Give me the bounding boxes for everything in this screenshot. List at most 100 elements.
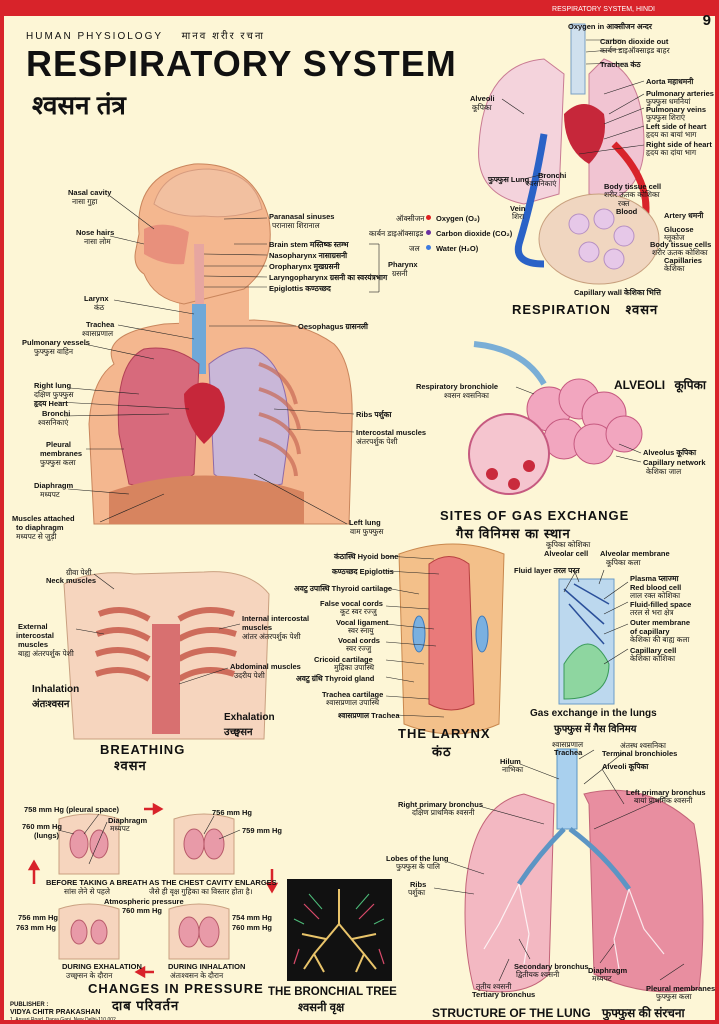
alveoli-resp-bronchiole: Respiratory bronchiole: [416, 382, 499, 391]
alveoli-capillary-network-hi: केशिका जाल: [646, 467, 682, 476]
pressure-758: 758 mm Hg (pleural space): [24, 805, 120, 814]
lung-right-primary: Right primary bronchus: [398, 800, 484, 809]
gas-outer-membrane: Outer membrane: [630, 618, 691, 627]
breathing-section-title: BREATHING: [100, 742, 186, 757]
lung-lobes-hi: फुफ्फुस के पालि: [396, 862, 440, 871]
resp-glucose-hi: ग्लूकोज: [664, 233, 685, 242]
resp-body-tissue-cell: Body tissue cell: [604, 182, 662, 191]
pressure-atmos: Atmospheric pressure: [104, 897, 184, 906]
label-ribs: Ribs पर्शुका: [356, 410, 392, 419]
label-diaphragm-hi: मध्यपट: [40, 490, 60, 499]
gas-rbc: Red blood cell: [630, 583, 682, 592]
label-oropharynx: Oropharynx मुखग्रसनी: [269, 262, 340, 271]
resp-body-tissue-cells: Body tissue cells: [650, 240, 712, 249]
page-title-hindi: श्वसन तंत्र: [32, 90, 126, 120]
subtitle: HUMAN PHYSIOLOGY मानव शरीर रचना: [26, 31, 266, 42]
breathing-illustration: [63, 571, 270, 740]
gas-alv-membrane-hi: कूपिका कला: [606, 558, 641, 567]
lung-hilum: Hilum: [500, 757, 521, 766]
resp-vein-hi: शिरा: [512, 212, 525, 221]
pressure-756a: 756 mm Hg: [212, 808, 253, 817]
larynx-cords-hi: स्वर रज्जु: [346, 644, 372, 653]
resp-glucose: Glucose: [664, 225, 694, 234]
pressure-754: 754 mm Hg: [232, 913, 273, 922]
bronchial-tree-title-hi: श्वसनी वृक्ष: [298, 1002, 345, 1014]
larynx-ligament-hi: स्वर स्नायु: [348, 626, 374, 635]
resp-pulm-arteries: Pulmonary arteries: [646, 89, 714, 98]
pressure-section-title: CHANGES IN PRESSURE: [88, 981, 264, 996]
resp-capillaries-hi: केशिका: [664, 264, 685, 273]
pressure-diaphragm: Diaphragm: [108, 816, 148, 825]
larynx-epiglottis: कण्ठच्छद Epiglottis: [332, 567, 394, 576]
breathing-neck: Neck muscles: [46, 576, 97, 585]
gas-alv-cell-hi: कूपिका कोशिका: [546, 540, 591, 549]
resp-blood-hi: रक्त: [618, 199, 630, 208]
bronchial-tree-title: THE BRONCHIAL TREE: [268, 986, 397, 998]
pressure-section-title-hi: दाब परिवर्तन: [112, 998, 180, 1013]
lung-trachea: Trachea: [554, 748, 583, 757]
resp-right-heart: Right side of heart: [646, 140, 712, 149]
alveoli-capillary-network: Capillary network: [643, 458, 706, 467]
pressure-illustration: [27, 802, 279, 979]
publisher-label: PUBLISHER :: [10, 1002, 49, 1008]
breathing-external-hi: बाह्य अंतरपर्शुक पेशी: [18, 649, 74, 658]
pressure-during-ex: DURING EXHALATION: [62, 962, 142, 971]
larynx-false-cords: False vocal cords: [320, 599, 383, 608]
breathing-abdominal: Abdominal muscles: [230, 662, 301, 671]
label-pulmonary-vessels: Pulmonary vessels: [22, 338, 90, 347]
label-pharynx: Pharynx: [388, 260, 418, 269]
larynx-trachea-cart-hi: श्वासप्रणाल उपास्थि: [326, 698, 379, 707]
resp-bronchi-hi: श्वसनिकाएं: [526, 179, 557, 188]
gas-exchange-sites-title: SITES OF GAS EXCHANGE: [440, 508, 630, 523]
lung-tertiary: Tertiary bronchus: [472, 990, 536, 999]
legend-oxygen: Oxygen (O₂): [436, 214, 480, 223]
lung-left-primary-hi: बायां प्राथमिक श्वसनी: [634, 796, 693, 805]
pressure-during-ex-hi: उच्छ्वसन के दौरान: [66, 971, 113, 980]
alveoli-resp-bronchiole-hi: श्वसन श्वसनिका: [444, 391, 489, 400]
label-right-lung-hi: दक्षिण फुफ्फुस: [34, 390, 74, 399]
resp-left-heart: Left side of heart: [646, 122, 707, 131]
resp-right-heart-hi: हृदय का दांया भाग: [646, 148, 697, 157]
legend-water-hi: जल: [409, 244, 420, 253]
alveoli-illustration: [468, 341, 643, 495]
larynx-hyoid: कंठास्थि Hyoid bone: [334, 552, 399, 561]
label-nasopharynx: Nasopharynx नासाग्रसनी: [269, 251, 348, 260]
water-dot-icon: [426, 245, 431, 250]
resp-co2-out-hi: कार्बन डाइऑक्साइड बाहर: [600, 46, 670, 55]
breathing-muscles: muscles: [18, 640, 49, 649]
label-brain-stem: Brain stem मस्तिष्क स्तम्भ: [269, 240, 349, 249]
label-epiglottis: Epiglottis कण्ठच्छद: [269, 284, 331, 293]
breathing-inhalation: Inhalation: [32, 684, 80, 695]
pressure-756b: 756 mm Hg: [18, 913, 59, 922]
larynx-cricoid-hi: मुद्रिका उपास्थि: [334, 663, 375, 672]
breathing-section-title-hi: श्वसन: [114, 758, 147, 773]
label-larynx-hi: कंठ: [94, 303, 105, 312]
lung-hilum-hi: नाभिका: [502, 765, 524, 774]
lung-pleural-hi: फुफ्फुस कला: [656, 992, 692, 1001]
label-trachea-hi: श्वासप्रणाल: [82, 329, 114, 338]
label-right-lung: Right lung: [34, 381, 72, 390]
breathing-external: External: [18, 622, 48, 631]
lung-term-bronch: Terminal bronchioles: [602, 749, 678, 758]
publisher-name: VIDYA CHITR PRAKASHAN: [10, 1009, 101, 1016]
resp-co2-out: Carbon dioxide out: [600, 37, 669, 46]
label-muscles-attached: Muscles attached: [12, 514, 75, 523]
pressure-atmos-val: 760 mm Hg: [122, 906, 163, 915]
label-trachea: Trachea: [86, 320, 115, 329]
legend-co2-hi: कार्बन डाइऑक्साइड: [369, 229, 424, 238]
label-left-lung-hi: वाम फुफ्फुस: [350, 527, 384, 536]
pressure-during-in: DURING INHALATION: [168, 962, 246, 971]
respiration-illustration: [478, 23, 660, 285]
lung-structure-illustration: [433, 748, 704, 993]
legend-oxygen-hi: ऑक्सीजन: [396, 214, 425, 223]
lung-alveoli: Alveoli कूपिका: [602, 762, 649, 771]
oxygen-dot-icon: [426, 215, 431, 220]
alveoli-title: ALVEOLI कूपिका: [614, 378, 706, 392]
resp-pulm-arteries-hi: फुफ्फुस धमनियां: [646, 97, 691, 106]
breathing-internal: Internal intercostal: [242, 614, 310, 623]
strip-text: RESPIRATORY SYSTEM, HINDI: [552, 6, 655, 13]
label-heart: हृदय Heart: [34, 399, 68, 408]
gas-exchange-illustration: [558, 569, 629, 705]
gas-cap-cell: Capillary cell: [630, 646, 677, 655]
